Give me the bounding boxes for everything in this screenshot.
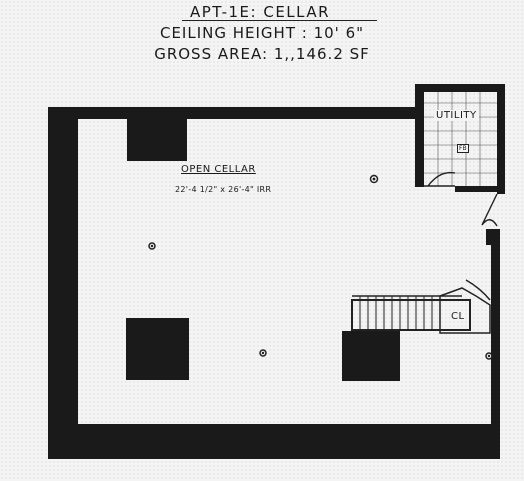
column: [126, 318, 189, 380]
utility-wall-right: [497, 84, 505, 194]
ceiling-height-label: CEILING HEIGHT : 10' 6": [159, 24, 365, 42]
open-cellar-dimensions: 22'-4 1/2" x 26'-4" IRR: [175, 185, 272, 194]
plan-title: APT-1E: CELLAR: [190, 3, 331, 21]
plan-title-block: APT-1E: CELLAR: [182, 2, 390, 21]
title-underline: [182, 20, 377, 21]
gross-area-label: GROSS AREA: 1,,146.2 SF: [154, 45, 370, 63]
wall-left: [48, 107, 78, 459]
utility-wall-left: [415, 86, 424, 187]
fb-fixture-label: FB: [457, 144, 469, 153]
wall-right-lower: [491, 245, 500, 459]
wall-right-stub: [486, 229, 500, 245]
utility-wall-top: [415, 84, 503, 92]
wall-top: [48, 107, 418, 119]
utility-door-swing: [424, 171, 456, 187]
column: [127, 118, 187, 161]
open-cellar-label: OPEN CELLAR: [181, 164, 256, 175]
stair: [351, 295, 471, 331]
utility-floor-grid: [424, 92, 497, 186]
column: [342, 331, 400, 381]
floor-drain: [485, 352, 493, 360]
floor-drain: [148, 242, 156, 250]
closet-outline: [439, 279, 491, 334]
wall-bottom: [48, 424, 498, 459]
floor-drain: [259, 349, 267, 357]
closet-label: CL: [451, 311, 465, 322]
utility-room-label: UTILITY: [434, 110, 479, 121]
door-swing: [481, 193, 498, 227]
floor-drain: [369, 174, 379, 184]
utility-wall-bottom: [455, 186, 505, 192]
